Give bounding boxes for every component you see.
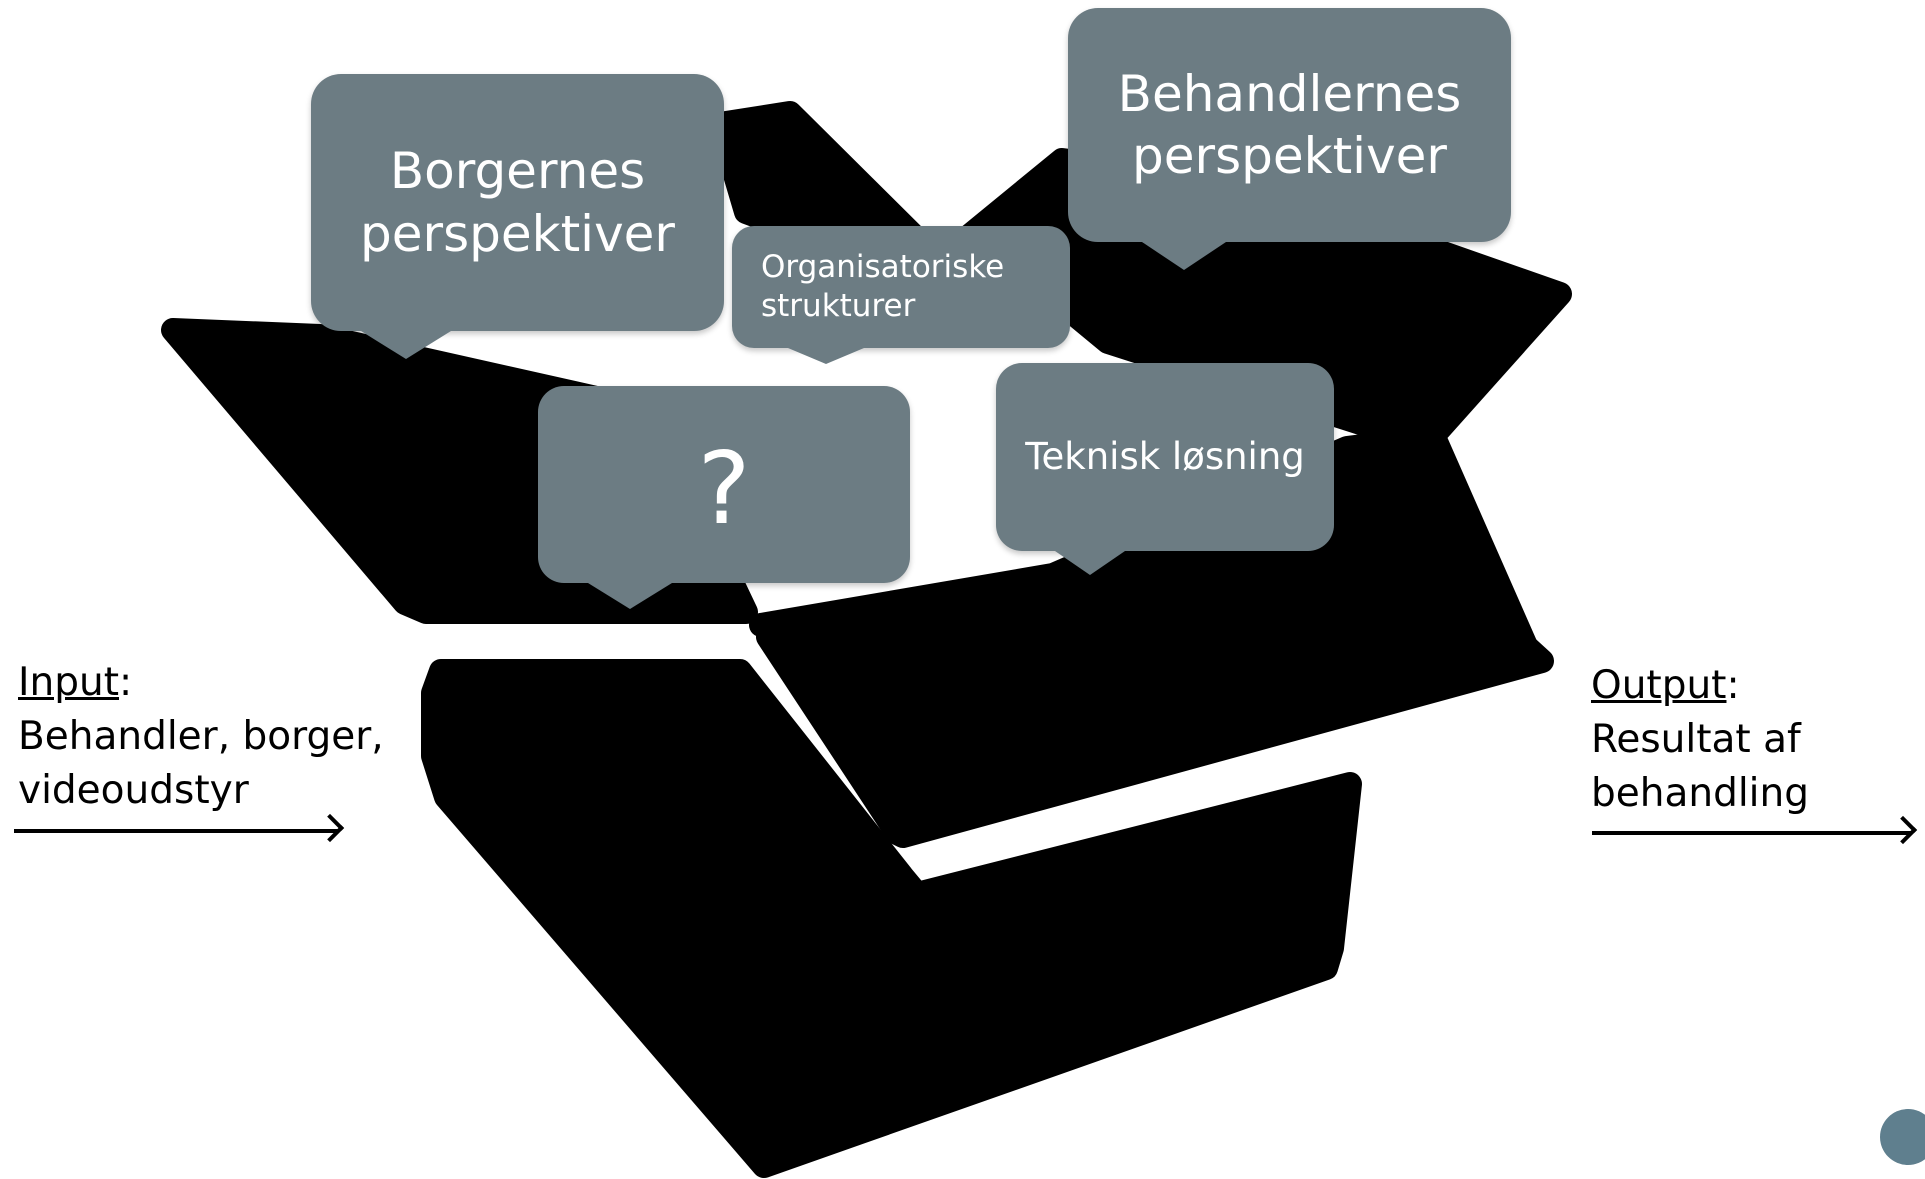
speech-bubble-teknisk-losning: Teknisk løsning — [996, 363, 1334, 575]
speech-bubble-question: ? — [538, 386, 910, 609]
bubble-org-line-2: strukturer — [761, 288, 916, 324]
input-label-block: Input: Behandler, borger, videoudstyr — [18, 656, 384, 818]
input-heading: Input — [18, 660, 119, 705]
box-front-left — [421, 659, 1362, 1178]
bubble-behandler-line-1: Behandlernes — [1117, 64, 1462, 123]
output-heading: Output — [1591, 663, 1727, 708]
input-arrow-icon — [14, 829, 338, 833]
input-line-1: Behandler, borger, — [18, 714, 384, 759]
output-label-block: Output: Resultat af behandling — [1591, 659, 1809, 821]
output-line-2: behandling — [1591, 771, 1809, 816]
bubble-borger-line-2: perspektiver — [360, 204, 675, 263]
bubble-org-line-1: Organisatoriske — [761, 249, 1005, 286]
speech-bubble-borgernes-perspektiver: Borgernes perspektiver — [311, 74, 724, 359]
bubble-teknisk-label: Teknisk løsning — [1025, 434, 1305, 478]
output-colon: : — [1726, 663, 1740, 708]
output-arrow-icon — [1592, 831, 1911, 835]
corner-circle-decoration — [1880, 1109, 1925, 1165]
bubble-borger-line-1: Borgernes — [389, 142, 646, 200]
box-front-right — [756, 625, 1554, 848]
input-line-2: videoudstyr — [18, 768, 249, 813]
speech-bubble-behandlernes-perspektiver: Behandlernes perspektiver — [1068, 8, 1511, 270]
input-colon: : — [119, 660, 133, 705]
output-line-1: Resultat af — [1591, 717, 1801, 762]
speech-bubble-organisatoriske-strukturer: Organisatoriske strukturer — [732, 226, 1070, 364]
bubble-behandler-line-2: perspektiver — [1132, 127, 1447, 185]
bubble-question-mark: ? — [697, 430, 751, 547]
